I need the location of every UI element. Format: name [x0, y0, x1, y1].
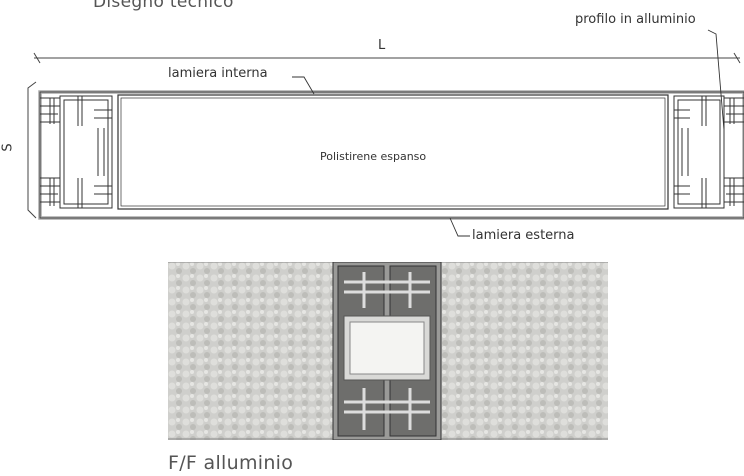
panel-cross-section-drawing [27, 29, 744, 237]
right-foam [441, 262, 608, 440]
thickness-dimension [27, 81, 37, 219]
photo-caption: F/F alluminio [168, 452, 294, 474]
core-label: Polistirene espanso [320, 150, 427, 163]
profile-leader [707, 29, 725, 131]
aluminium-profile-label: profilo in alluminio [575, 12, 696, 27]
polystyrene-core [117, 94, 669, 210]
inner-sheet-leader [292, 76, 315, 95]
left-foam [168, 262, 333, 440]
outer-sheet-leader [449, 217, 470, 237]
right-aluminium-profile [673, 95, 744, 209]
left-aluminium-profile [40, 95, 113, 209]
drawing-title: Disegno tecnico [93, 0, 234, 12]
inner-sheet-label: lamiera interna [168, 66, 268, 81]
aluminium-joint-profile [332, 262, 442, 440]
outer-sheet-label: lamiera esterna [472, 228, 575, 243]
length-label: L [378, 38, 386, 53]
thickness-label: S [0, 143, 16, 152]
length-dimension [33, 52, 741, 64]
joint-photo [168, 262, 608, 440]
